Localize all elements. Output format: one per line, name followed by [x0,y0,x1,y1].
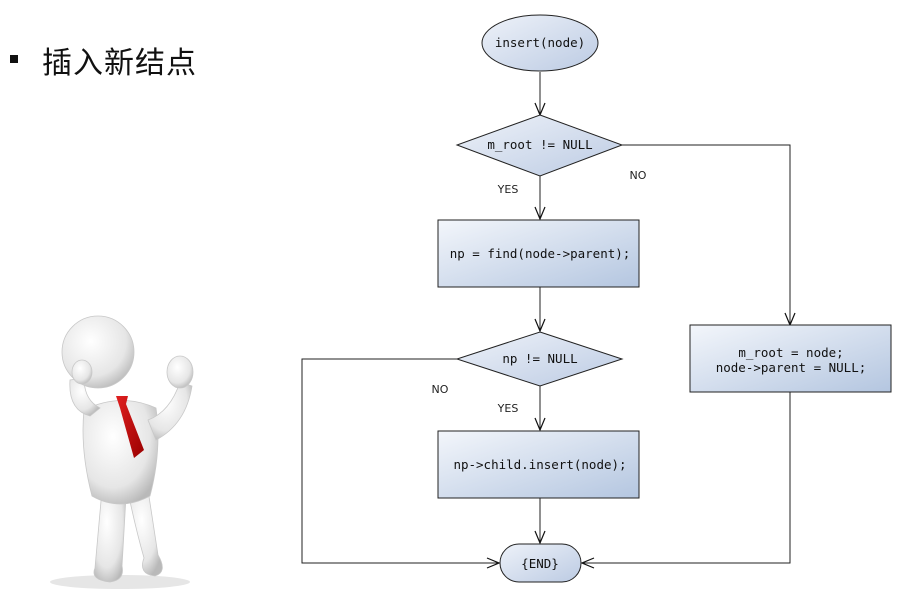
decision-root [455,114,624,177]
edge-set-root-to-end [582,392,791,563]
process-insert-child [437,430,640,499]
start-label: insert(node) [495,35,585,50]
process-set-root [689,324,892,393]
decision-np [455,331,624,387]
process-set-root-line2: node->parent = NULL; [716,360,867,375]
edge-label-root-no: NO [630,169,647,182]
end-label: {END} [521,556,559,571]
person-figure-illustration [50,315,194,589]
decision-root-label: m_root != NULL [487,137,592,152]
edge-label-root-yes: YES [497,183,519,196]
edge-label-np-no: NO [432,383,449,396]
edge-label-np-yes: YES [497,402,519,415]
edge-cond-np-no [301,358,499,563]
process-insert-child-label: np->child.insert(node); [453,457,626,472]
decision-np-label: np != NULL [502,351,577,366]
process-find [437,219,640,288]
edge-cond-root-no [622,144,790,325]
process-set-root-line1: m_root = node; [738,345,843,360]
start-terminal [481,14,599,72]
end-terminal [499,543,582,583]
process-find-label: np = find(node->parent); [450,246,631,261]
slide-title: 插入新结点 [42,46,197,81]
bullet-marker [10,55,18,63]
